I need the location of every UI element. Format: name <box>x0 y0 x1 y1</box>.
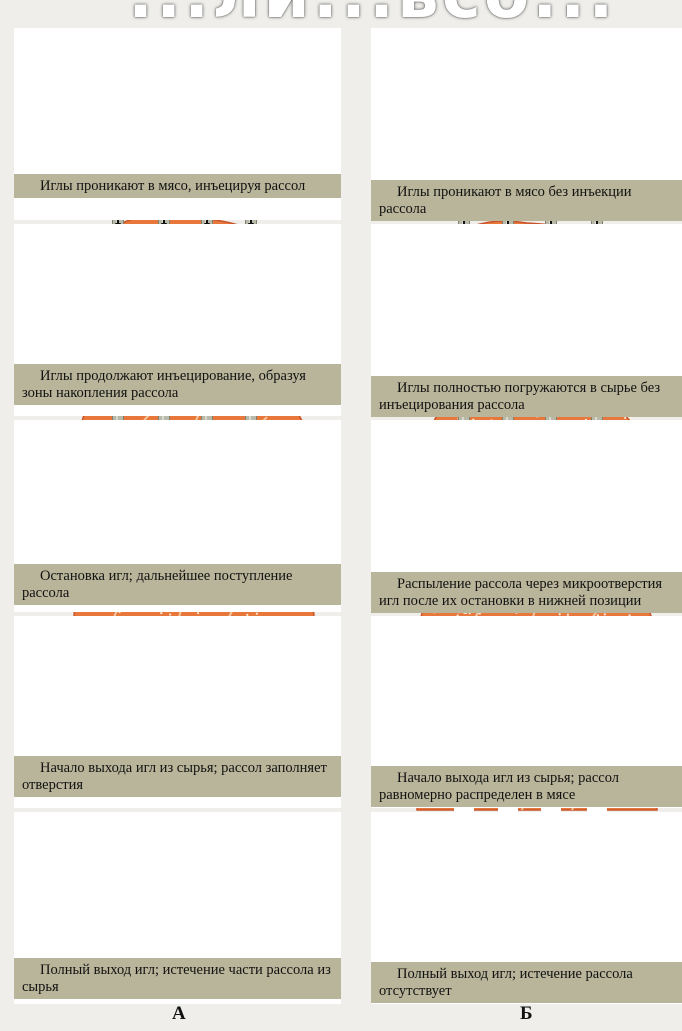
caption-b-3: Распыление рассола через микроотверстия … <box>371 572 682 613</box>
caption-b-1: Иглы проникают в мясо без инъекции рассо… <box>371 180 682 221</box>
caption-b-4: Начало выхода игл из сырья; рассол равно… <box>371 766 682 807</box>
column-label-b: Б <box>520 1003 533 1025</box>
caption-a-2: Иглы продолжают инъецирование, образуя з… <box>14 364 341 405</box>
header-text: ...ли...ьсо... <box>128 0 616 22</box>
caption-b-2: Иглы полностью погружаются в сырье без и… <box>371 376 682 417</box>
caption-a-4: Начало выхода игл из сырья; рассол запол… <box>14 756 341 797</box>
header-banner: ...ли...ьсо... <box>0 0 682 22</box>
column-label-a: А <box>172 1003 186 1025</box>
caption-a-5: Полный выход игл; истечение части рассол… <box>14 958 341 999</box>
caption-b-5: Полный выход игл; истечение рассола отсу… <box>371 962 682 1003</box>
column-b: Иглы проникают в мясо без инъекции рассо… <box>371 28 682 819</box>
column-a: Иглы проникают в мясо, инъецируя рассол … <box>14 28 341 779</box>
caption-a-1: Иглы проникают в мясо, инъецируя рассол <box>14 174 341 198</box>
caption-a-3: Остановка игл; дальнейшее поступление ра… <box>14 564 341 605</box>
